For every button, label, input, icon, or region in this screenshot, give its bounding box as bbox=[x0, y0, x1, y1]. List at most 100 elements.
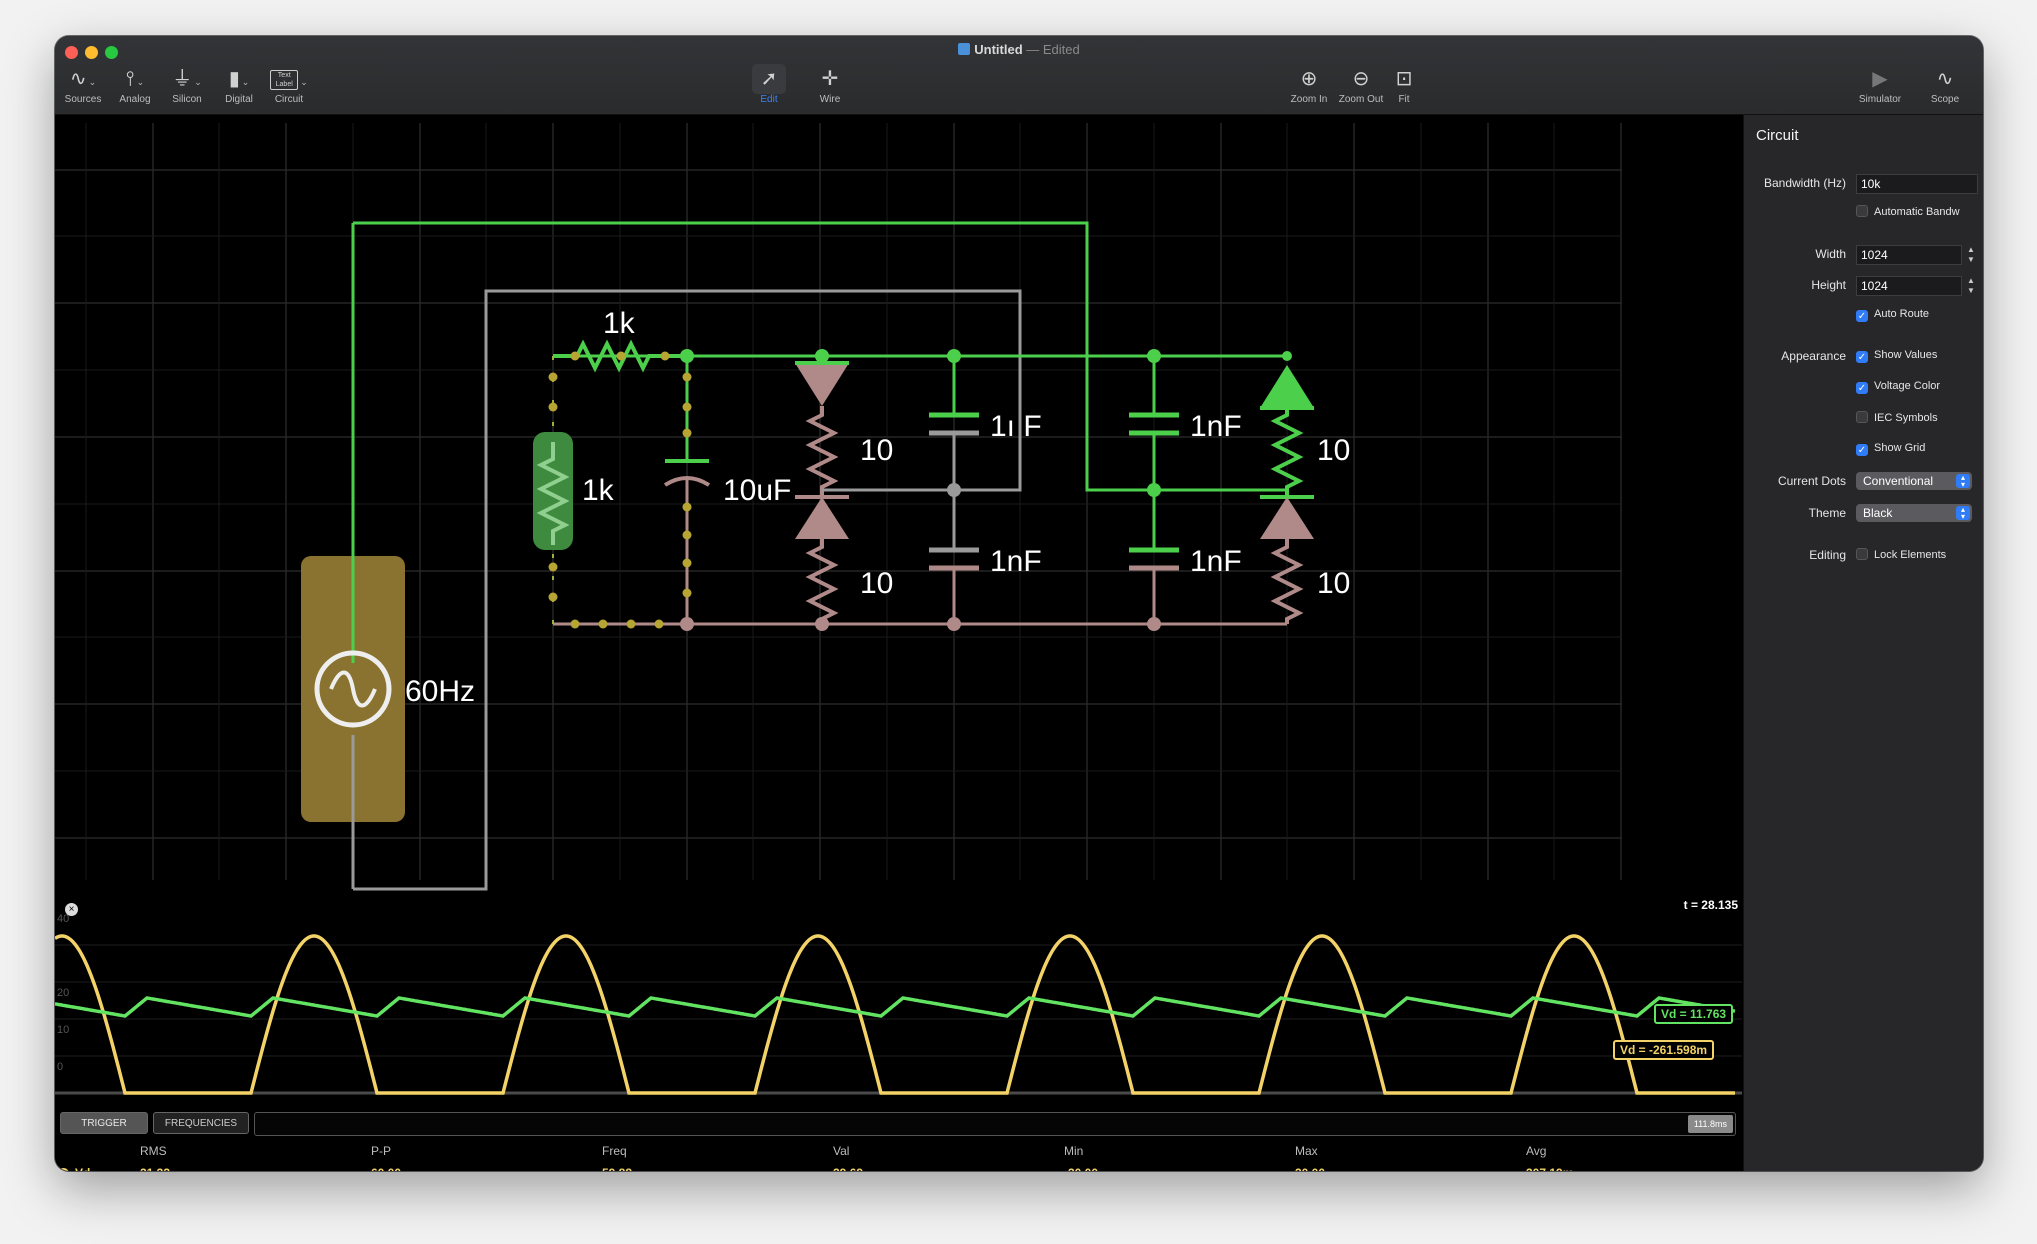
diode-1-bottom-resistor[interactable] bbox=[805, 539, 839, 624]
current-dots-label: Current Dots bbox=[1777, 474, 1846, 488]
zoom-out-button[interactable]: ⊖ Zoom Out bbox=[1337, 64, 1385, 106]
diode-1-bottom[interactable] bbox=[795, 497, 849, 539]
diode-2-bottom[interactable] bbox=[1260, 497, 1314, 539]
scope-value-badge-yellow: Vd = -261.598m bbox=[1613, 1040, 1715, 1060]
height-stepper-icon[interactable]: ▲▼ bbox=[1967, 276, 1975, 295]
digital-tool[interactable]: ▮⌄ Digital bbox=[217, 64, 261, 106]
wire-tool[interactable]: ✛ Wire bbox=[813, 64, 847, 106]
edit-tool[interactable]: ➚ Edit bbox=[752, 64, 786, 106]
crosshair-icon: ✛ bbox=[821, 68, 839, 90]
scope-timeline[interactable]: 111.8ms bbox=[254, 1112, 1736, 1136]
maximize-window-button[interactable] bbox=[105, 46, 118, 59]
silicon-tool[interactable]: ⏚⌄ Silicon bbox=[165, 64, 209, 106]
editing-label: Editing bbox=[1809, 548, 1846, 562]
resistor-left-label: 1k bbox=[582, 474, 615, 507]
measurement-header: RMS bbox=[140, 1144, 167, 1158]
window-title: Untitled — Edited bbox=[55, 42, 1983, 57]
capacitor-1-bottom-label: 1nF bbox=[990, 545, 1042, 578]
width-stepper-icon[interactable]: ▲▼ bbox=[1967, 245, 1975, 264]
diode-2-top-label: 10 bbox=[1317, 434, 1350, 467]
capacitor-2-bottom-label: 1nF bbox=[1190, 545, 1242, 578]
capacitor-main-label: 10uF bbox=[723, 474, 791, 507]
checkbox-icon bbox=[1856, 205, 1868, 217]
sources-tool[interactable]: ∿⌄ Sources bbox=[61, 64, 105, 106]
measurement-value: 29.69 bbox=[833, 1166, 863, 1171]
zoom-in-icon: ⊕ bbox=[1300, 68, 1318, 90]
voltage-color-checkbox[interactable]: ✓Voltage Color bbox=[1856, 380, 1941, 394]
minimize-window-button[interactable] bbox=[85, 46, 98, 59]
bandwidth-input[interactable]: 10k bbox=[1856, 174, 1978, 194]
height-input[interactable]: 1024 bbox=[1856, 276, 1962, 296]
ac-source-icon[interactable] bbox=[314, 650, 392, 728]
lock-elements-checkbox[interactable]: Lock Elements bbox=[1856, 548, 1946, 561]
checkbox-icon bbox=[1856, 411, 1868, 423]
diode-1-bottom-label: 10 bbox=[860, 567, 893, 600]
checkmark-icon: ✓ bbox=[1856, 382, 1868, 394]
wave-icon: ∿ bbox=[1936, 68, 1954, 90]
junction-nodes bbox=[680, 349, 1292, 631]
theme-label: Theme bbox=[1808, 506, 1846, 520]
measurement-value: 59.88 bbox=[602, 1166, 632, 1171]
scope-plot: 40 20 10 0 bbox=[55, 913, 1742, 1095]
inspector-panel: Circuit Bandwidth (Hz) 10k Automatic Ban… bbox=[1743, 115, 1983, 1171]
simulator-button[interactable]: ▶ Simulator bbox=[1855, 64, 1905, 106]
auto-route-checkbox[interactable]: ✓Auto Route bbox=[1856, 308, 1930, 322]
width-label: Width bbox=[1815, 247, 1846, 261]
checkmark-icon: ✓ bbox=[1856, 351, 1868, 363]
theme-select[interactable]: Black▴▾ bbox=[1856, 504, 1972, 522]
arrow-pointer-icon: ➚ bbox=[752, 64, 786, 94]
scope-tick-0: 0 bbox=[57, 1061, 63, 1073]
diode-2-top[interactable] bbox=[1260, 365, 1314, 408]
frequencies-button[interactable]: FREQUENCIES bbox=[153, 1112, 249, 1134]
measurement-header: Freq bbox=[602, 1144, 627, 1158]
automatic-bandwidth-checkbox[interactable]: Automatic Bandw bbox=[1856, 205, 1960, 218]
bandwidth-label: Bandwidth (Hz) bbox=[1763, 176, 1846, 190]
diode-1-top[interactable] bbox=[795, 363, 849, 406]
app-window: Untitled — Edited ∿⌄ Sources ⫯⌄ Analog ⏚… bbox=[55, 36, 1983, 1171]
circuit-drawing: 60Hz 1k 1k 10uF bbox=[55, 123, 1622, 891]
zoom-in-button[interactable]: ⊕ Zoom In bbox=[1285, 64, 1333, 106]
grid bbox=[55, 123, 1622, 880]
measurement-header: Val bbox=[833, 1144, 850, 1158]
measurement-header: Avg bbox=[1526, 1144, 1547, 1158]
diode-2-bottom-resistor[interactable] bbox=[1270, 539, 1304, 624]
scope-view[interactable]: 40 20 10 0 × t = 28.135 Vd = 11.763 Vd =… bbox=[55, 898, 1742, 1171]
chip-icon: ▮⌄ bbox=[228, 68, 250, 90]
show-values-checkbox[interactable]: ✓Show Values bbox=[1856, 349, 1938, 363]
fit-button[interactable]: ⊡ Fit bbox=[1387, 64, 1421, 106]
scope-trace-green bbox=[55, 996, 1736, 1018]
diode-1-top-resistor[interactable] bbox=[805, 406, 839, 497]
resistor-top-label: 1k bbox=[603, 307, 636, 340]
trace-marker-icon[interactable] bbox=[58, 1168, 69, 1171]
measurement-header: Max bbox=[1295, 1144, 1318, 1158]
resistor-icon: ⫯⌄ bbox=[125, 68, 145, 90]
text-label-icon: Text Label⌄ bbox=[267, 64, 311, 94]
circuit-canvas[interactable]: 60Hz 1k 1k 10uF bbox=[55, 115, 1742, 900]
trigger-button[interactable]: TRIGGER bbox=[60, 1112, 148, 1134]
timeline-value[interactable]: 111.8ms bbox=[1687, 1115, 1733, 1133]
measurement-value: 307.19m bbox=[1526, 1166, 1573, 1171]
ac-source-icon: ∿⌄ bbox=[69, 68, 97, 90]
scope-button[interactable]: ∿ Scope bbox=[1923, 64, 1967, 106]
scope-time: t = 28.135 bbox=[1683, 898, 1738, 912]
close-window-button[interactable] bbox=[65, 46, 78, 59]
diode-1-top-label: 10 bbox=[860, 434, 893, 467]
zoom-out-icon: ⊖ bbox=[1352, 68, 1370, 90]
play-icon: ▶ bbox=[1872, 68, 1888, 90]
resistor-top[interactable] bbox=[553, 339, 687, 373]
scope-close-icon[interactable]: × bbox=[65, 903, 78, 916]
scope-tick-20: 20 bbox=[57, 987, 69, 999]
iec-symbols-checkbox[interactable]: IEC Symbols bbox=[1856, 411, 1938, 424]
current-dots-select[interactable]: Conventional▴▾ bbox=[1856, 472, 1972, 490]
circuit-tool[interactable]: Text Label⌄ Circuit bbox=[267, 64, 311, 106]
panel-title: Circuit bbox=[1756, 127, 1799, 144]
measurement-header: P-P bbox=[371, 1144, 392, 1158]
analog-tool[interactable]: ⫯⌄ Analog bbox=[113, 64, 157, 106]
toolbar: Untitled — Edited ∿⌄ Sources ⫯⌄ Analog ⏚… bbox=[55, 36, 1983, 115]
width-input[interactable]: 1024 bbox=[1856, 245, 1962, 265]
resistor-left-highlight[interactable] bbox=[533, 432, 573, 550]
show-grid-checkbox[interactable]: ✓Show Grid bbox=[1856, 442, 1926, 456]
diode-icon: ⏚⌄ bbox=[172, 68, 202, 90]
diode-2-top-resistor[interactable] bbox=[1270, 408, 1304, 497]
measurement-value: 30.00 bbox=[1295, 1166, 1325, 1171]
